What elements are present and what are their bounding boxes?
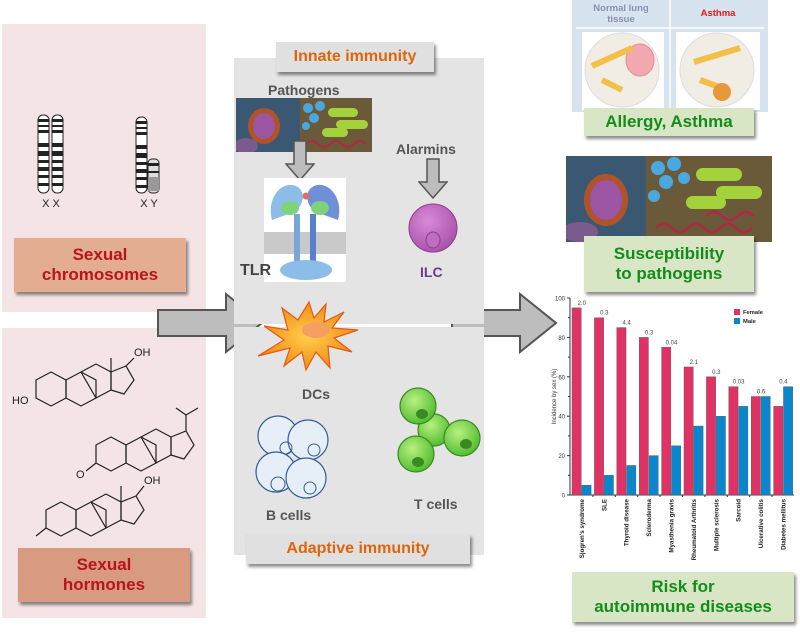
xy-chromosome-pair-icon: [135, 116, 160, 194]
pathogens-image: [236, 98, 372, 152]
progesterone-structure: [85, 407, 199, 472]
y-tick-label: 20: [558, 454, 565, 460]
estradiol-structure: [35, 357, 135, 407]
b-cells-icon: [255, 415, 329, 499]
y-tick-label: 60: [558, 375, 565, 381]
asthma-label: Asthma: [701, 8, 737, 19]
legend-label-male: Male: [743, 319, 757, 325]
x-chromosome-pair-icon: [37, 114, 64, 194]
category-label: Rheumatoid Arthritis: [691, 498, 698, 560]
bar-female: [571, 307, 582, 496]
t-cells-icon: [397, 387, 481, 473]
normal-lung-label-2: tissue: [607, 14, 634, 25]
category-label: SLE: [601, 499, 608, 511]
bar-male: [626, 465, 637, 496]
bar-male: [671, 445, 681, 496]
xy-label: X Y: [140, 198, 158, 210]
bar-male: [738, 406, 749, 496]
bar-male: [648, 455, 659, 496]
b-cells-label: B cells: [266, 507, 312, 523]
pathogens-label: Pathogens: [268, 82, 340, 98]
chromosome-diagram: X X X Y: [37, 114, 160, 210]
steroid-structures: OH HO O OH: [12, 347, 199, 537]
bar-male: [783, 386, 793, 496]
bar-female: [683, 366, 694, 496]
oh-label-3: OH: [144, 475, 161, 487]
ratio-annotation: 0.04: [666, 340, 678, 346]
category-label: Myasthenia gravis: [668, 498, 675, 552]
bar-female: [661, 347, 672, 496]
ratio-annotation: 0.6: [757, 390, 766, 396]
innate-immunity-title: Innate immunity: [276, 42, 434, 72]
bar-female: [728, 386, 739, 496]
down-arrow-pathogens-icon: [285, 140, 315, 182]
bar-female: [594, 317, 604, 496]
dendritic-cell-icon: [257, 300, 359, 372]
bar-male: [716, 415, 726, 496]
ilc-cell-icon: [408, 203, 458, 253]
category-label: Ulcerative colitis: [758, 498, 765, 548]
category-label: Thyroid disease: [624, 498, 631, 546]
category-label: Scleroderma: [646, 498, 653, 536]
down-arrow-alarmins-icon: [418, 158, 448, 200]
oh-label: OH: [134, 347, 151, 359]
dcs-label: DCs: [302, 386, 331, 402]
category-label: Sarcoid: [736, 499, 743, 522]
bar-male: [693, 425, 704, 496]
category-label: Diabetes mellitus: [780, 498, 787, 549]
ilc-label: ILC: [420, 264, 443, 280]
bar-female: [750, 396, 761, 496]
bar-female: [706, 376, 716, 496]
ratio-annotation: 0.03: [733, 380, 745, 386]
ratio-annotation: 2.0: [578, 301, 587, 307]
ratio-annotation: 4.4: [622, 321, 631, 327]
bar-female: [773, 406, 784, 496]
legend-swatch-male: [734, 318, 740, 324]
ketone-o-label: O: [76, 469, 85, 481]
alarmins-label: Alarmins: [396, 141, 456, 157]
ratio-annotation: 0.3: [645, 330, 654, 336]
bar-male: [581, 484, 592, 496]
ratio-annotation: 2.1: [690, 360, 699, 366]
ratio-annotation: 0.3: [712, 370, 721, 376]
category-label: Multiple sclerosis: [713, 498, 720, 550]
legend-swatch-female: [734, 309, 740, 315]
xx-label: X X: [42, 198, 60, 210]
y-tick-label: 0: [562, 494, 566, 500]
y-axis-label: Incidence by sex (%): [552, 369, 558, 425]
normal-lung-label-1: Normal lung: [593, 3, 649, 14]
allergy-asthma-label: Allergy, Asthma: [584, 108, 754, 136]
tlr-label: TLR: [240, 262, 272, 279]
bar-male: [760, 396, 771, 496]
pathogens-image-right: [566, 156, 772, 242]
ho-label: HO: [12, 395, 29, 407]
lung-tissue-image: Normal lung tissue Asthma: [572, 0, 768, 112]
y-tick-label: 100: [555, 297, 566, 303]
y-tick-label: 80: [558, 336, 565, 342]
category-label: Sjogren's syndrome: [579, 498, 586, 558]
bar-female: [638, 337, 649, 496]
ratio-annotation: 0.3: [600, 311, 609, 317]
ratio-annotation: 0.4: [779, 380, 788, 386]
y-tick-label: 40: [558, 415, 565, 421]
bar-male: [604, 475, 614, 496]
adaptive-immunity-title: Adaptive immunity: [246, 534, 470, 564]
legend-label-female: Female: [743, 310, 764, 316]
t-cells-label: T cells: [414, 496, 458, 512]
testosterone-structure: [35, 485, 145, 537]
bar-female: [616, 327, 627, 496]
tlr-receptor-image: [264, 178, 346, 282]
